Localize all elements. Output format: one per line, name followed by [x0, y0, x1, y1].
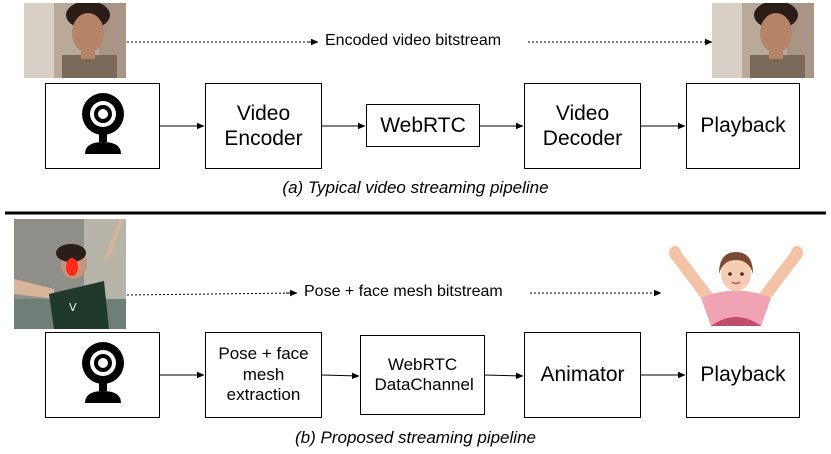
webcam-icon [81, 341, 125, 408]
webcam-box-b [45, 332, 160, 418]
receiver-photo-a [712, 3, 814, 78]
pose-extraction-box: Pose + face mesh extraction [205, 332, 322, 418]
webcam-box-a [45, 83, 160, 169]
video-encoder-label: Video Encoder [224, 101, 303, 150]
video-decoder-label: Video Decoder [542, 101, 623, 150]
playback-box-a: Playback [686, 83, 800, 169]
person-photo: V [14, 219, 126, 329]
stream-line-b-left [126, 292, 297, 296]
stream-label-a: Encoded video bitstream [319, 32, 508, 50]
stream-label-b: Pose + face mesh bitstream [298, 283, 509, 301]
video-decoder-box: Video Decoder [524, 83, 641, 169]
arrow-b-2 [321, 372, 360, 380]
svg-text:V: V [69, 301, 77, 314]
animator-label: Animator [540, 363, 625, 387]
cartoon-avatar [661, 238, 811, 326]
playback-box-b: Playback [686, 332, 800, 418]
webcam-icon [81, 92, 125, 159]
pose-extraction-label: Pose + face mesh extraction [218, 344, 309, 405]
caption-a: (a) Typical video streaming pipeline [282, 178, 549, 197]
sender-photo-a [24, 3, 126, 78]
webrtc-label: WebRTC [380, 113, 466, 137]
webrtc-box: WebRTC [366, 104, 480, 147]
animator-box: Animator [524, 332, 641, 418]
video-encoder-box: Video Encoder [205, 83, 322, 169]
arrow-b-3 [484, 372, 524, 380]
caption-b: (b) Proposed streaming pipeline [295, 428, 536, 447]
webrtc-datachannel-label: WebRTC DataChannel [374, 354, 474, 394]
playback-label-b: Playback [700, 363, 786, 387]
webrtc-datachannel-box: WebRTC DataChannel [360, 335, 485, 415]
playback-label-a: Playback [700, 114, 786, 138]
